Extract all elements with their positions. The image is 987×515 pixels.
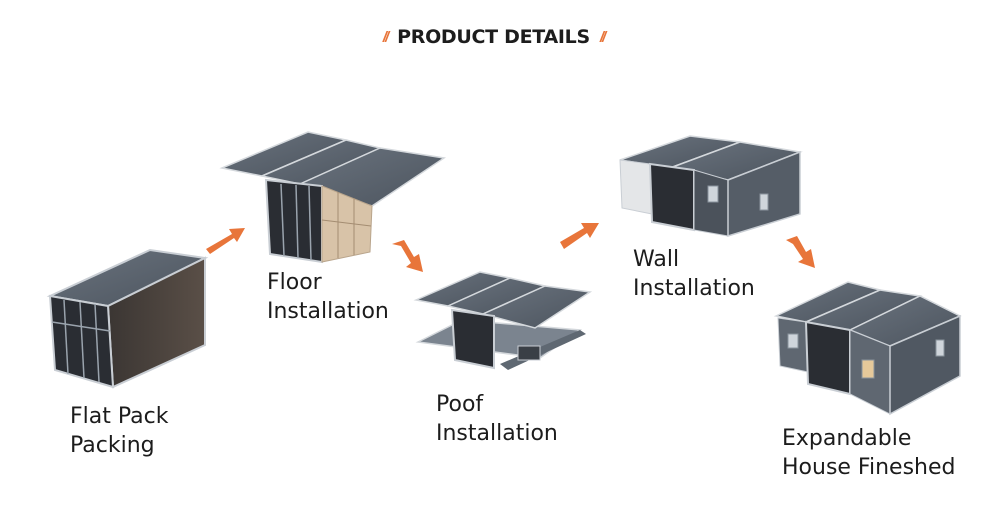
step-label-line: Installation	[633, 276, 755, 301]
step-label-line: Installation	[267, 299, 389, 324]
flat-pack-container-image	[46, 248, 209, 389]
wall-installation-image	[619, 135, 803, 238]
step-label-roof: Poof Installation	[436, 390, 558, 448]
step-label-finished: Expandable House Fineshed	[782, 424, 956, 482]
page-title: PRODUCT DETAILS	[397, 26, 590, 48]
step-label-line: House Fineshed	[782, 455, 956, 480]
arrow-icon-3	[560, 223, 599, 249]
step-label-line: Poof	[436, 392, 484, 417]
step-label-line: Floor	[267, 270, 322, 295]
arrow-icons	[206, 223, 815, 272]
arrow-icon-2	[392, 240, 423, 272]
header-left-mark: //	[382, 28, 390, 46]
arrow-icon-4	[786, 236, 815, 268]
step-label-line: Wall	[633, 247, 680, 272]
section-header: // PRODUCT DETAILS //	[0, 26, 987, 48]
step-label-floor: Floor Installation	[267, 268, 389, 326]
floor-installation-image	[219, 131, 447, 264]
step-label-line: Installation	[436, 421, 558, 446]
step-label-wall: Wall Installation	[633, 245, 755, 303]
step-label-line: Flat Pack	[70, 404, 169, 429]
header-right-mark: //	[599, 28, 607, 46]
step-label-flat-pack: Flat Pack Packing	[70, 402, 168, 460]
step-label-line: Packing	[70, 433, 155, 458]
arrow-icon-1	[206, 228, 245, 254]
roof-installation-image	[413, 271, 593, 370]
expandable-house-image	[773, 281, 962, 416]
step-label-line: Expandable	[782, 426, 912, 451]
